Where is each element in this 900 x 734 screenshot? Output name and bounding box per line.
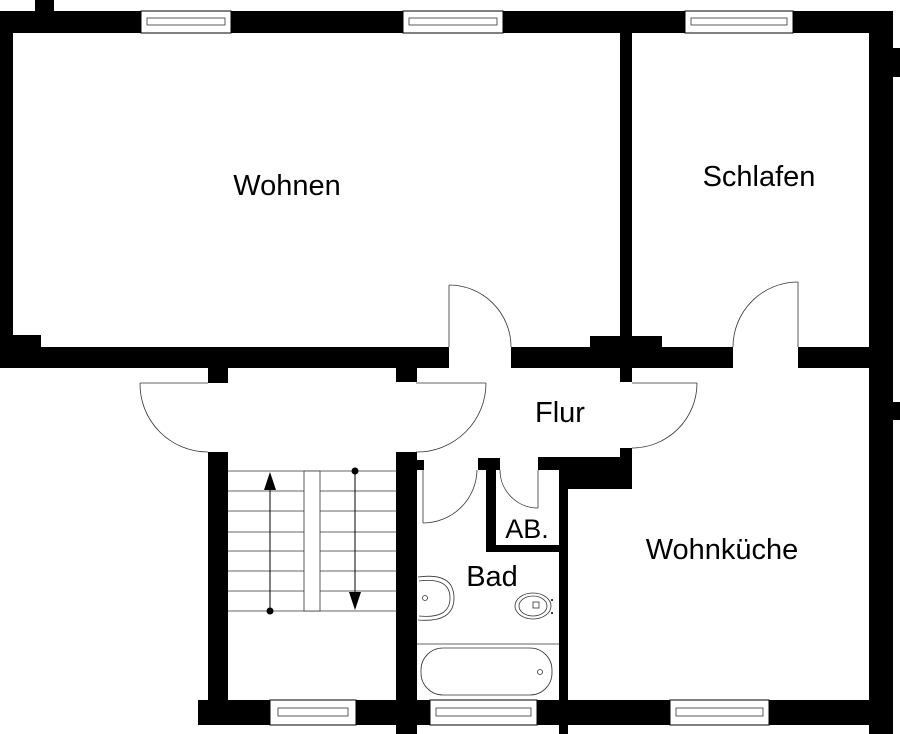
room-label-schlafen: Schlafen [703, 161, 816, 193]
room-label-flur: Flur [535, 397, 585, 429]
door-schlafen[interactable] [732, 281, 799, 348]
room-label-wohnen: Wohnen [233, 170, 341, 202]
sink-icon [417, 575, 455, 621]
room-labels: Wohnen Schlafen Flur AB. Bad Wohnküche [233, 161, 815, 593]
stair-down-arrow-icon [349, 467, 361, 610]
door-bad[interactable] [422, 469, 478, 524]
room-label-closet: AB. [505, 514, 549, 544]
bathroom-fixtures [417, 575, 559, 696]
window-bad [429, 699, 538, 726]
window-stairs [269, 699, 357, 726]
door-entrance-left[interactable] [139, 382, 209, 453]
toilet-icon [514, 592, 553, 620]
window-wohnen-2 [402, 10, 504, 34]
doors [139, 281, 799, 524]
bathtub-icon [420, 647, 553, 696]
room-label-bad: Bad [466, 561, 518, 593]
door-entrance-right[interactable] [415, 382, 487, 453]
windows [140, 10, 794, 726]
window-kitchen [669, 699, 770, 726]
stair-up-arrow-icon [264, 472, 276, 615]
window-wohnen-1 [140, 10, 232, 34]
window-schlafen [684, 10, 794, 34]
door-wohnen[interactable] [448, 284, 512, 348]
door-closet[interactable] [499, 469, 539, 509]
room-label-wohnkueche: Wohnküche [646, 534, 799, 566]
staircase [228, 467, 397, 615]
door-kitchen[interactable] [631, 382, 698, 449]
